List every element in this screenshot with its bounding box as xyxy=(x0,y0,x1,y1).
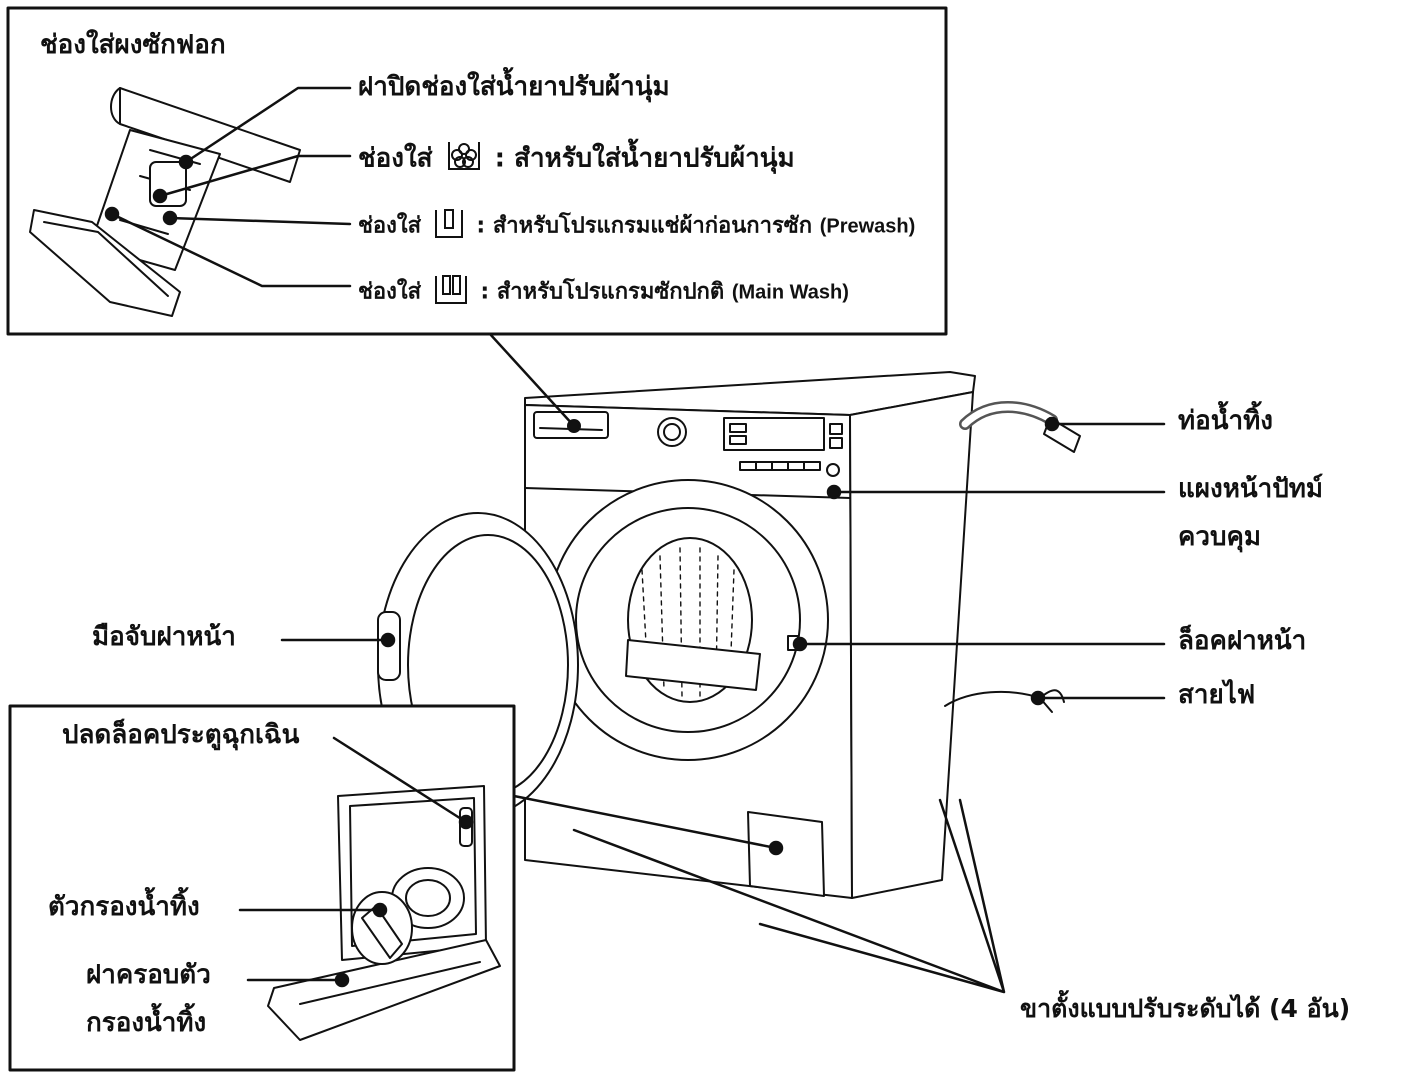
drain-hose-label: ท่อน้ำทิ้ง xyxy=(1178,406,1273,436)
power-cord-label: สายไฟ xyxy=(1178,680,1256,710)
flower-icon xyxy=(446,138,482,180)
filter-cover-label-line2: กรองน้ำทิ้ง xyxy=(86,1008,207,1038)
mainwash-slot-suffix: : สำหรับโปรแกรมซักปกติ xyxy=(480,279,725,305)
drain-filter-label: ตัวกรองน้ำทิ้ง xyxy=(48,892,200,922)
prewash-slot-label: ช่องใส่ : สำหรับโปรแกรมแช่ผ้าก่อนการซัก … xyxy=(358,206,915,247)
softener-cap-label: ฝาปิดช่องใส่น้ำยาปรับผ้านุ่ม xyxy=(358,72,670,102)
softener-slot-prefix: ช่องใส่ xyxy=(358,143,433,174)
adjustable-feet-label: ขาตั้งแบบปรับระดับได้ (4 อัน) xyxy=(1020,994,1351,1023)
mainwash-english: (Main Wash) xyxy=(731,281,849,304)
door-lock-label: ล็อคฝาหน้า xyxy=(1178,626,1307,656)
leader-lines xyxy=(104,86,1166,994)
softener-slot-label: ช่องใส่ : สำหรับใส่น้ำยาปรับผ้านุ่ม xyxy=(358,138,795,180)
softener-slot-suffix: : สำหรับใส่น้ำยาปรับผ้านุ่ม xyxy=(494,143,795,174)
detergent-drawer-label: ช่องใส่ผงซักฟอก xyxy=(40,30,226,60)
control-panel-label-line2: ควบคุม xyxy=(1178,522,1262,552)
filter-cover-label-line1: ฝาครอบตัว xyxy=(86,960,211,990)
door-handle-label: มือจับฝาหน้า xyxy=(92,622,236,652)
double-bar-icon xyxy=(433,272,469,313)
mainwash-slot-label: ช่องใส่ : สำหรับโปรแกรมซักปกติ (Main Was… xyxy=(358,272,849,313)
mainwash-slot-prefix: ช่องใส่ xyxy=(358,279,422,305)
single-bar-icon xyxy=(433,206,465,247)
emergency-release-label: ปลดล็อคประตูฉุกเฉิน xyxy=(62,720,300,750)
prewash-slot-prefix: ช่องใส่ xyxy=(358,213,422,239)
prewash-slot-suffix: : สำหรับโปรแกรมแช่ผ้าก่อนการซัก xyxy=(476,213,813,239)
filter-illustration xyxy=(267,785,501,1041)
control-panel-label-line1: แผงหน้าปัทม์ xyxy=(1178,474,1323,504)
prewash-english: (Prewash) xyxy=(819,215,916,238)
